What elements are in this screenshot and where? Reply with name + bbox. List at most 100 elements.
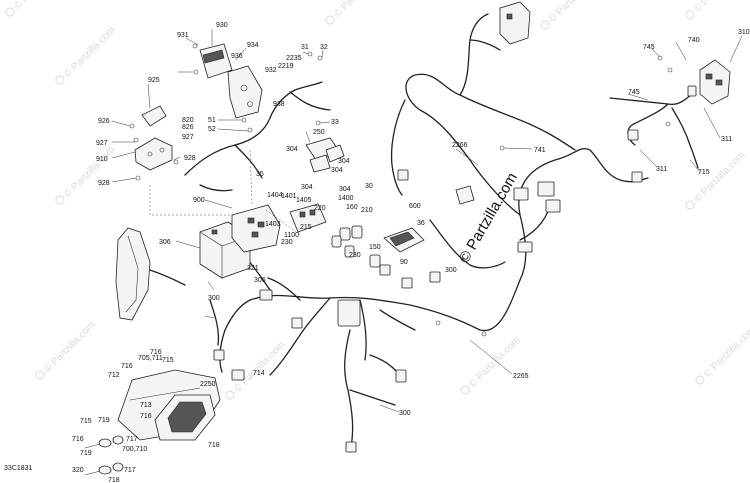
fuse-box [231,204,281,253]
part-label: 2250 [200,381,216,388]
part-label: 716 [121,363,133,370]
part-label: 311 [721,136,732,143]
relay-bracket [134,105,173,171]
bracket-932 [227,65,263,119]
part-label: 304 [338,158,350,165]
front-harness [609,93,699,169]
watermark-layer: © Partzilla.com © Partzilla.com © Partzi… [5,0,750,400]
part-label: 1405 [296,197,312,204]
part-label: 745 [643,44,655,51]
part-label: 938 [273,101,285,108]
upper-harness [184,81,331,192]
control-module-600 [383,227,425,253]
part-label: 740 [688,37,700,44]
part-label: 300 [208,295,220,302]
part-label: 250 [313,129,325,136]
part-label: 932 [265,67,277,74]
part-label: 717 [124,467,136,474]
part-label: 1404 [267,192,283,199]
part-label: 304 [286,146,298,153]
watermark-text: © Partzilla.com [692,150,747,205]
part-label: 33 [331,119,339,126]
part-label: 719 [80,450,92,457]
watermark-text: © Partzilla.com [232,340,287,395]
leader-lines [111,29,743,413]
watermark-text: © Partzilla.com [467,335,522,390]
part-label: 705,711 [138,355,163,362]
watermark-text: © Partzilla.com [62,25,117,80]
part-label: 230 [349,252,361,259]
part-labels: 930 931 934 936 31 32 2235 2219 932 938 … [72,22,750,483]
part-label: 712 [108,372,120,379]
part-label: 304 [331,167,343,174]
reference-lines [149,149,301,236]
part-label: 51 [208,117,216,124]
part-label: 150 [369,244,381,251]
part-label: 90 [400,259,408,266]
part-label: 936 [231,53,243,60]
part-label: 1401 [281,193,297,200]
part-label: 745 [628,89,640,96]
watermark-text: © Partzilla.com [332,0,387,20]
part-label: 31 [301,44,309,51]
part-label: 820 [182,117,194,124]
part-label: 52 [208,126,216,133]
part-label: 220 [314,205,326,212]
part-label: 927 [96,140,108,147]
watermark-text: © Partzilla.com [547,0,602,25]
part-label: 306 [254,277,266,284]
part-label: 304 [339,186,351,193]
part-label: 715 [162,357,174,364]
part-label: 934 [247,42,259,49]
part-label: 716 [140,413,152,420]
part-label: 321 [247,265,259,272]
part-label: 718 [208,442,220,449]
part-label: 160 [346,204,358,211]
fasteners [129,51,673,337]
part-label: 700,710 [122,446,147,453]
part-label: 300 [445,267,457,274]
watermark-text: © Partzilla.com [12,0,67,12]
watermark-text: © Partzilla.com [62,145,117,200]
ecu-module [192,43,233,79]
part-label: 2266 [452,142,468,149]
part-label: 715 [698,169,710,176]
part-label: 320 [72,467,84,474]
part-label: 35 [256,171,264,178]
part-label: 713 [140,402,152,409]
part-label: 1403 [265,221,281,228]
part-label: 715 [80,418,92,425]
watermark-text: © Partzilla.com [692,0,747,15]
top-connector-housing [499,1,531,45]
part-label: 304 [301,184,313,191]
part-label: 714 [253,370,265,377]
part-label: 300 [399,410,411,417]
part-label: 230 [281,239,293,246]
part-label: 927 [182,134,194,141]
part-label: 928 [98,180,110,187]
watermark-text: © Partzilla.com [702,325,750,380]
part-label: 32 [320,44,328,51]
watermark-text: © Partzilla.com [42,320,97,375]
part-label: 910 [96,156,108,163]
part-label: 900 [193,197,205,204]
part-label: 306 [159,239,171,246]
fuse-holders [331,225,381,268]
part-label: 210 [361,207,373,214]
part-label: 716 [72,436,84,443]
part-label: 1400 [338,195,354,202]
part-label: 215 [300,224,312,231]
part-label: 311 [656,166,667,173]
part-label: 2235 [286,55,302,62]
harness-connectors [213,85,697,453]
part-label: 741 [534,147,546,154]
part-label: 926 [98,118,110,125]
part-label: 928 [184,155,196,162]
main-wiring-harness [209,13,649,453]
headlight-assembly [117,369,221,441]
part-label: 925 [148,77,160,84]
part-label: 600 [409,203,421,210]
side-panel [115,227,186,321]
